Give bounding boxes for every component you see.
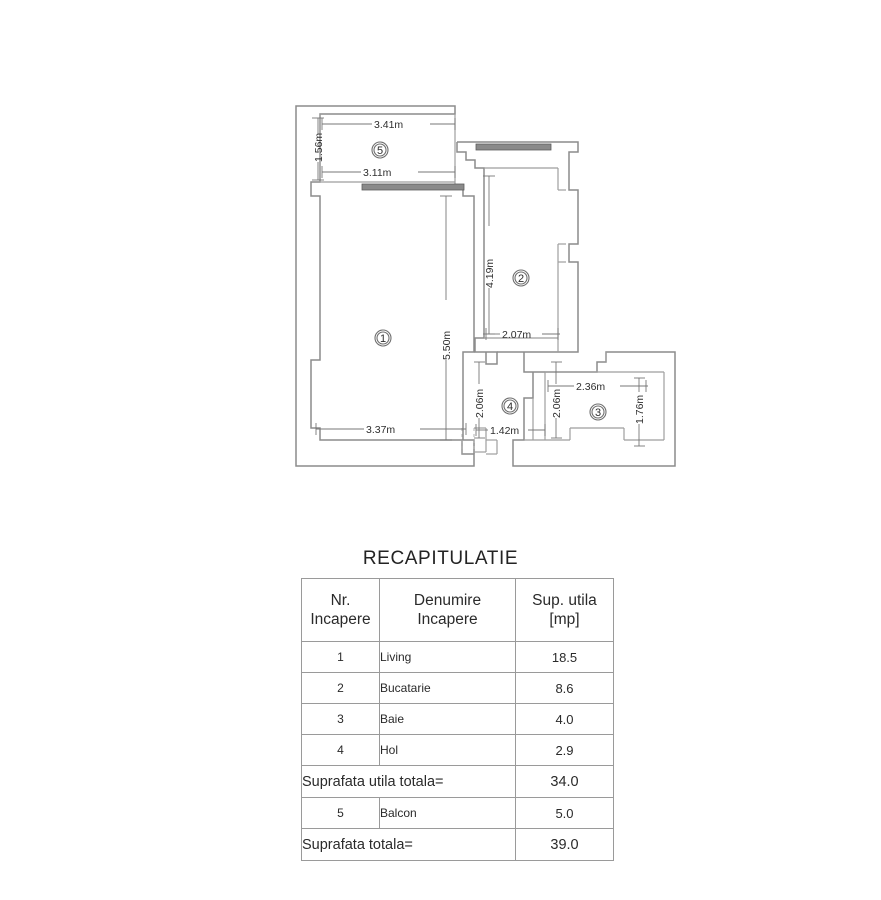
floor-plan-svg: 3.41m 1.56m 3.11m 4.19m bbox=[295, 105, 676, 467]
dim-2-06m-right: 2.06m bbox=[551, 361, 563, 439]
dim-1-76m: 1.76m bbox=[634, 377, 646, 447]
table-row: 1 Living 18.5 bbox=[301, 641, 614, 673]
header-sup-line1: Sup. utila bbox=[532, 592, 597, 609]
kitchen-outline bbox=[456, 141, 579, 365]
row-name: Baie bbox=[379, 703, 516, 735]
table-total-row: Suprafata totala= 39.0 bbox=[301, 828, 614, 861]
header-nr-line2: Incapere bbox=[310, 611, 371, 628]
room-badge-5-label: 5 bbox=[377, 145, 383, 157]
room-badge-1-label: 1 bbox=[380, 333, 386, 345]
dim-1-42m: 1.42m bbox=[475, 424, 546, 437]
dim-3-11m: 3.11m bbox=[321, 166, 456, 179]
room-badge-5: 5 bbox=[371, 141, 389, 159]
recap-table-holder: Nr. Incapere Denumire Incapere Sup. util… bbox=[301, 578, 614, 861]
table-header-row: Nr. Incapere Denumire Incapere Sup. util… bbox=[301, 578, 614, 642]
room-badge-3-label: 3 bbox=[595, 407, 601, 419]
dim-4-19m: 4.19m bbox=[483, 175, 496, 335]
dim-2-06m-left: 2.06m bbox=[474, 361, 486, 439]
dim-label-3-41m: 3.41m bbox=[374, 119, 403, 131]
row-nr: 2 bbox=[301, 672, 380, 704]
row-nr: 4 bbox=[301, 734, 380, 766]
room-badge-2-label: 2 bbox=[518, 273, 524, 285]
dim-label-3-37m: 3.37m bbox=[366, 424, 395, 436]
header-den-line2: Incapere bbox=[417, 611, 478, 628]
recap-title: RECAPITULATIE bbox=[362, 548, 519, 569]
row-name: Hol bbox=[379, 734, 516, 766]
recap-table: Nr. Incapere Denumire Incapere Sup. util… bbox=[301, 578, 614, 861]
total-label: Suprafata totala= bbox=[301, 828, 516, 861]
dim-label-1-56m: 1.56m bbox=[313, 133, 325, 162]
row-area: 18.5 bbox=[515, 641, 614, 673]
room-badge-2: 2 bbox=[512, 269, 530, 287]
dim-label-4-19m: 4.19m bbox=[484, 259, 496, 288]
balcony-door-opening bbox=[361, 183, 465, 191]
room-badge-3: 3 bbox=[589, 403, 607, 421]
row-name: Bucatarie bbox=[379, 672, 516, 704]
dim-3-41m: 3.41m bbox=[321, 118, 456, 131]
balcony-area: 5.0 bbox=[515, 797, 614, 829]
table-subtotal-row: Suprafata utila totala= 34.0 bbox=[301, 765, 614, 798]
header-nr-incapere: Nr. Incapere bbox=[301, 578, 380, 642]
subtotal-value: 34.0 bbox=[515, 765, 614, 798]
balcony-name: Balcon bbox=[379, 797, 516, 829]
header-den-line1: Denumire bbox=[413, 592, 482, 609]
row-area: 8.6 bbox=[515, 672, 614, 704]
header-sup-utila: Sup. utila [mp] bbox=[515, 578, 614, 642]
subtotal-label: Suprafata utila totala= bbox=[301, 765, 516, 798]
table-row: 4 Hol 2.9 bbox=[301, 734, 614, 766]
dim-2-07m: 2.07m bbox=[485, 328, 560, 341]
table-row: 3 Baie 4.0 bbox=[301, 703, 614, 735]
dim-5-50m: 5.50m bbox=[440, 195, 453, 441]
dim-3-37m: 3.37m bbox=[315, 423, 467, 436]
dim-label-2-36m: 2.36m bbox=[576, 381, 605, 393]
dim-label-3-11m: 3.11m bbox=[363, 167, 392, 179]
dim-label-5-50m: 5.50m bbox=[441, 331, 453, 360]
dim-label-1-42m: 1.42m bbox=[490, 425, 519, 437]
row-area: 4.0 bbox=[515, 703, 614, 735]
balcony-nr: 5 bbox=[301, 797, 380, 829]
kitchen-window-opening bbox=[475, 143, 552, 151]
room-badge-4: 4 bbox=[501, 397, 519, 415]
dim-label-2-06m-right: 2.06m bbox=[551, 389, 563, 418]
header-sup-line2: [mp] bbox=[549, 611, 580, 628]
header-nr-line1: Nr. bbox=[330, 592, 351, 609]
dim-1-56m: 1.56m bbox=[312, 117, 325, 181]
dim-label-2-06m-left: 2.06m bbox=[474, 389, 486, 418]
table-row-balcony: 5 Balcon 5.0 bbox=[301, 797, 614, 829]
dim-label-2-07m: 2.07m bbox=[502, 329, 531, 341]
floor-plan-drawing: 3.41m 1.56m 3.11m 4.19m bbox=[295, 105, 676, 467]
room-badge-1: 1 bbox=[374, 329, 392, 347]
recapitulation-section: RECAPITULATIE Nr. Incapere Denumire Inca… bbox=[0, 500, 881, 861]
header-denumire-incapere: Denumire Incapere bbox=[379, 578, 516, 642]
dim-label-1-76m: 1.76m bbox=[634, 395, 646, 424]
table-row: 2 Bucatarie 8.6 bbox=[301, 672, 614, 704]
dim-2-36m: 2.36m bbox=[547, 380, 648, 393]
room-badge-4-label: 4 bbox=[507, 401, 513, 413]
row-name: Living bbox=[379, 641, 516, 673]
row-nr: 3 bbox=[301, 703, 380, 735]
total-value: 39.0 bbox=[515, 828, 614, 861]
row-nr: 1 bbox=[301, 641, 380, 673]
row-area: 2.9 bbox=[515, 734, 614, 766]
